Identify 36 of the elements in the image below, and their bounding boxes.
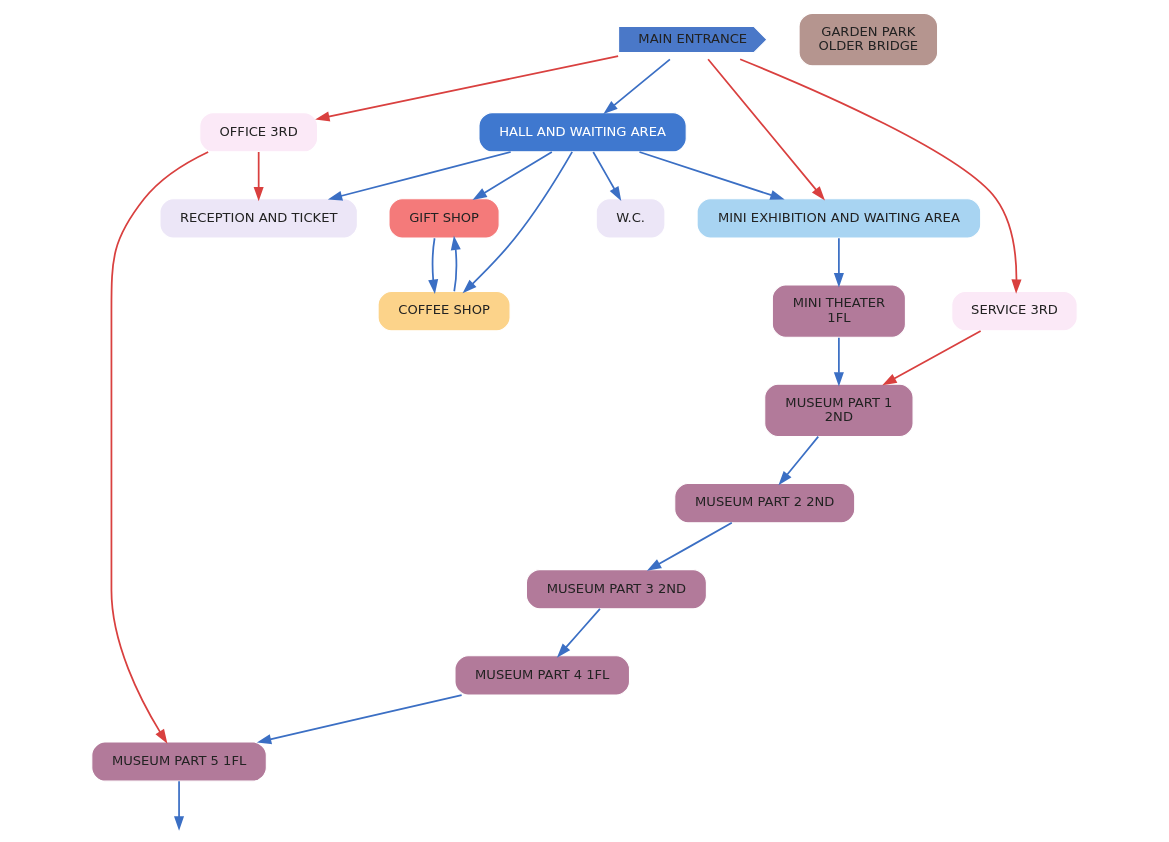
node-box: GARDEN PARK OLDER BRIDGE xyxy=(798,12,939,66)
arrow xyxy=(110,150,210,744)
arrow xyxy=(646,521,733,571)
node-box: MUSEUM PART 3 2ND xyxy=(525,568,707,609)
node-box: HALL AND WAITING AREA xyxy=(478,111,687,152)
arrow xyxy=(882,329,982,385)
arrow xyxy=(638,150,785,200)
arrow xyxy=(833,236,844,287)
arrow xyxy=(556,607,601,658)
arrow xyxy=(450,235,461,292)
arrow xyxy=(472,150,553,200)
arrow xyxy=(462,150,574,293)
node-box: RECEPTION AND TICKET xyxy=(159,197,358,239)
node-box: OFFICE 3RD xyxy=(199,111,319,152)
arrow xyxy=(327,150,512,201)
node-box: MUSEUM PART 1 2ND xyxy=(764,383,914,437)
arrow xyxy=(253,150,264,201)
node-box: GIFT SHOP xyxy=(388,197,500,239)
node-box: MINI EXHIBITION AND WAITING AREA xyxy=(696,197,982,239)
node-box: COFFEE SHOP xyxy=(377,290,511,331)
arrow xyxy=(428,236,439,294)
arrow xyxy=(256,693,463,744)
arrow xyxy=(739,57,1022,294)
node-box: W.C. xyxy=(595,197,666,239)
arrow xyxy=(833,336,844,387)
arrow xyxy=(174,779,185,831)
arrow xyxy=(707,57,825,200)
node-box: MUSEUM PART 5 1FL xyxy=(91,740,267,782)
node-box: MINI THEATER 1FL xyxy=(771,283,906,338)
arrow xyxy=(592,150,622,201)
node-box: MUSEUM PART 2 2ND xyxy=(674,482,856,523)
node-box: MUSEUM PART 4 1FL xyxy=(454,654,631,696)
arrow xyxy=(315,54,619,121)
arrow xyxy=(778,435,820,485)
node-box: SERVICE 3RD xyxy=(951,290,1078,331)
arrow xyxy=(603,58,671,114)
